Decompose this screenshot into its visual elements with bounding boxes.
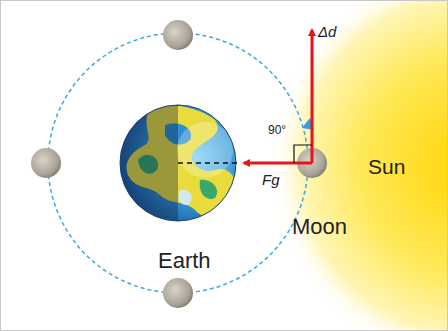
- sun-glow: [270, 0, 448, 331]
- displacement-label: Δd: [318, 24, 336, 39]
- displacement-arrow: [311, 30, 314, 163]
- right-angle-mark: [294, 145, 312, 163]
- angle-label: 90°: [268, 124, 286, 136]
- force-label: Fg: [262, 172, 280, 187]
- moon-left: [31, 148, 61, 178]
- sun-label: Sun: [368, 156, 405, 177]
- gravity-arrow: [244, 162, 312, 165]
- moon-label: Moon: [292, 216, 347, 238]
- earth-label: Earth: [158, 250, 211, 272]
- moon-top: [163, 20, 193, 50]
- earth-globe: [120, 100, 237, 230]
- moon-bottom: [163, 278, 193, 308]
